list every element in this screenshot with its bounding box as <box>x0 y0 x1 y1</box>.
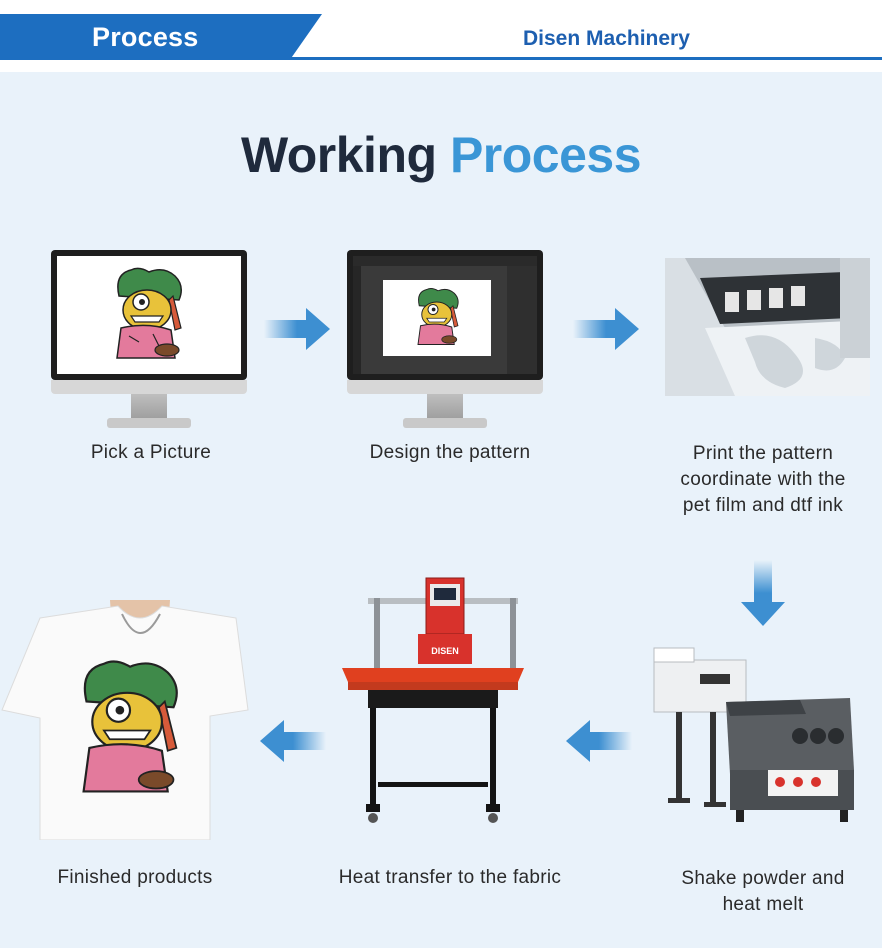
arrow-left-icon <box>566 720 632 762</box>
monitor-pick-picture <box>51 250 247 430</box>
page-title: Working Process <box>0 126 882 184</box>
printer-closeup-photo <box>665 258 870 396</box>
shaker-machine-photo <box>640 640 860 835</box>
step-label-pick-picture: Pick a Picture <box>90 442 212 463</box>
arrow-down-icon <box>741 560 785 626</box>
title-part-1: Working <box>240 127 437 183</box>
heat-press-photo: DISEN <box>338 572 528 837</box>
arrow-left-icon <box>260 720 326 762</box>
arrow-right-icon <box>264 308 330 350</box>
step-label-design-pattern: Design the pattern <box>369 442 531 463</box>
title-part-2: Process <box>449 127 642 183</box>
brand-name: Disen Machinery <box>523 27 690 50</box>
cartoon-artwork-icon <box>417 288 459 345</box>
step-label-shake-powder: Shake powder and heat melt <box>681 868 845 915</box>
section-tab: Process <box>0 14 322 60</box>
press-brand-text: DISEN <box>431 646 459 656</box>
tshirt-photo <box>0 600 250 840</box>
step-label-print-pattern: Print the pattern coordinate with the pe… <box>680 443 846 516</box>
arrow-right-icon <box>573 308 639 350</box>
section-tab-label: Process <box>92 22 199 52</box>
cartoon-artwork-icon <box>116 267 182 359</box>
header-divider <box>284 57 882 60</box>
monitor-design-pattern <box>347 250 543 430</box>
step-label-finished-products: Finished products <box>57 867 213 888</box>
page-header: Process Disen Machinery <box>0 0 882 64</box>
step-label-heat-transfer: Heat transfer to the fabric <box>338 867 562 888</box>
